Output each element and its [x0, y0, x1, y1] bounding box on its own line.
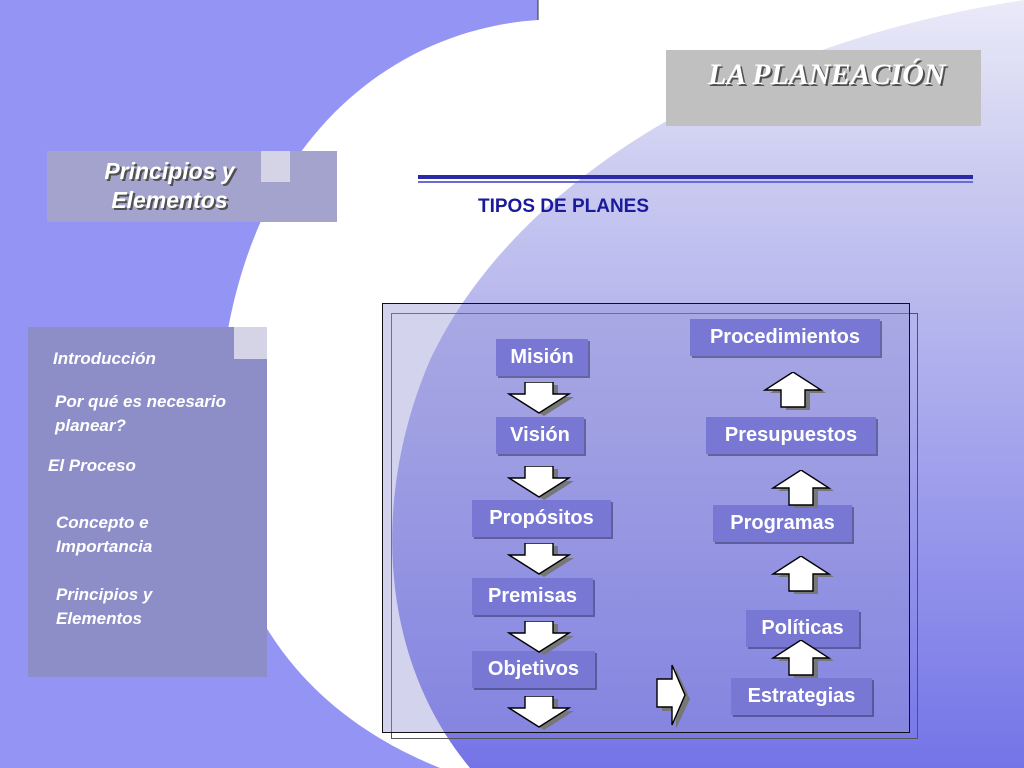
- header-title: Principios y Elementos: [47, 157, 292, 215]
- menu-item-line: Por qué es necesario: [55, 392, 227, 411]
- right-arc: [392, 0, 1024, 768]
- menu-item-line: Importancia: [56, 537, 153, 556]
- arrow-down-icon: [506, 621, 574, 655]
- section-title: TIPOS DE PLANES: [478, 196, 650, 217]
- sidebar-menu: Introducción Por qué es necesario planea…: [28, 327, 267, 677]
- menu-item-line: Introducción: [53, 349, 156, 368]
- arrow-up-icon: [770, 640, 834, 678]
- title-box: LA PLANEACIÓN: [666, 50, 981, 126]
- title-rule: [418, 175, 973, 179]
- node-objetivos: Objetivos: [472, 651, 595, 688]
- menu-item-line: Principios y: [56, 585, 153, 604]
- arrow-down-icon: [506, 382, 574, 416]
- menu-item-line: Elementos: [56, 609, 142, 628]
- menu-corner-fold: [234, 327, 267, 359]
- arrow-right-icon: [656, 664, 690, 729]
- arrow-up-icon: [762, 372, 826, 410]
- header-box: Principios y Elementos: [47, 151, 337, 222]
- node-mision: Misión: [496, 339, 588, 376]
- menu-item-introduccion[interactable]: Introducción: [53, 347, 156, 371]
- header-corner-fold: [261, 151, 290, 182]
- node-vision: Visión: [496, 417, 584, 454]
- arrow-down-icon: [506, 696, 574, 730]
- menu-item-por-que-planear[interactable]: Por qué es necesario planear?: [55, 390, 226, 438]
- title-rule-thin: [418, 181, 973, 183]
- menu-item-line: El Proceso: [48, 456, 136, 475]
- node-programas: Programas: [713, 505, 852, 542]
- page-title: LA PLANEACIÓN: [708, 58, 946, 91]
- node-propositos: Propósitos: [472, 500, 611, 537]
- menu-item-el-proceso[interactable]: El Proceso: [48, 454, 136, 478]
- diagram-frame-shadow: [391, 313, 918, 739]
- arrow-down-icon: [506, 466, 574, 500]
- node-procedimientos: Procedimientos: [690, 319, 880, 356]
- header-line-2: Elementos: [111, 187, 228, 213]
- node-presupuestos: Presupuestos: [706, 417, 876, 454]
- arrow-up-icon: [770, 556, 834, 594]
- menu-item-principios[interactable]: Principios y Elementos: [56, 583, 152, 631]
- menu-item-line: planear?: [55, 416, 126, 435]
- menu-item-line: Concepto e: [56, 513, 149, 532]
- header-line-1: Principios y: [104, 158, 235, 184]
- node-estrategias: Estrategias: [731, 678, 872, 715]
- arrow-down-icon: [506, 543, 574, 577]
- menu-item-concepto[interactable]: Concepto e Importancia: [56, 511, 152, 559]
- node-premisas: Premisas: [472, 578, 593, 615]
- arrow-up-icon: [770, 470, 834, 508]
